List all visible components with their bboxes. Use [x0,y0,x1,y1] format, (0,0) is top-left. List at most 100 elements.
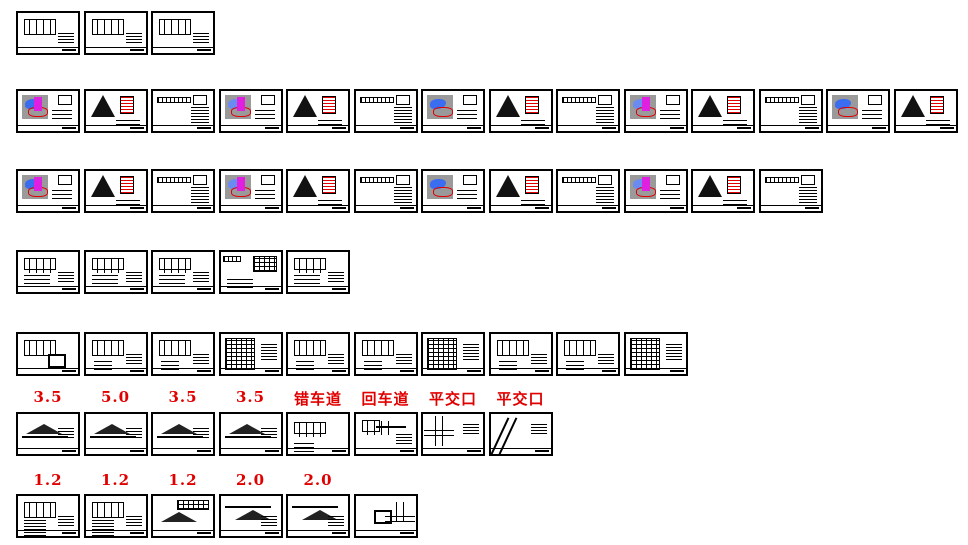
drawing-sheet-thumbnail[interactable] [691,89,755,133]
drawing-sheet-thumbnail[interactable] [623,332,688,376]
drawing-sheet-thumbnail[interactable] [218,89,283,133]
title-block [355,368,416,374]
drawing-sheet-thumbnail[interactable] [218,332,283,376]
drawing-sheet-thumbnail[interactable] [16,169,80,213]
drawing-sheet-thumbnail[interactable] [151,332,215,376]
drawing-sheet-thumbnail[interactable] [488,169,553,213]
drawing-sheet-thumbnail[interactable] [421,169,485,213]
title-block [760,205,821,211]
title-block [288,448,348,454]
drawing-sheet-thumbnail[interactable] [353,332,418,376]
drawing-sheet-thumbnail[interactable] [218,412,283,456]
title-block [355,530,416,536]
drawing-sheet-thumbnail[interactable] [353,412,418,456]
drawing-sheet-thumbnail[interactable] [83,11,148,55]
drawing-sheet-thumbnail[interactable] [421,412,485,456]
drawing-sheet-thumbnail[interactable] [151,11,215,55]
drawing-sheet-thumbnail[interactable] [556,89,620,133]
drawing-sheet-thumbnail[interactable] [488,332,553,376]
title-block [220,530,281,536]
drawing-sheet-thumbnail[interactable] [556,332,620,376]
drawing-sheet-thumbnail[interactable] [16,412,80,456]
sheet-label: 3.5 [168,388,198,406]
title-block [355,205,416,211]
drawing-sheet-thumbnail[interactable] [151,250,215,294]
title-block [760,125,821,131]
drawing-sheet-thumbnail[interactable] [83,169,148,213]
drawing-sheet-thumbnail[interactable] [151,412,215,456]
title-block [423,205,483,211]
drawing-sheet-thumbnail[interactable] [218,250,283,294]
drawing-sheet-thumbnail[interactable] [286,412,350,456]
drawing-sheet-thumbnail[interactable] [353,169,418,213]
drawing-sheet-thumbnail[interactable] [691,169,755,213]
drawing-sheet-thumbnail[interactable] [826,89,890,133]
title-block [490,448,551,454]
drawing-sheet-thumbnail[interactable] [623,169,688,213]
title-block [288,368,348,374]
title-block [153,286,213,292]
title-block [558,205,618,211]
title-block [490,368,551,374]
title-block [625,205,686,211]
sheet-label: 3.5 [235,388,266,406]
title-block [625,368,686,374]
sheet-label: 5.0 [100,388,131,406]
title-block [558,368,618,374]
drawing-sheet-thumbnail[interactable] [286,332,350,376]
drawing-sheet-thumbnail[interactable] [83,412,148,456]
drawing-sheet-thumbnail[interactable] [83,89,148,133]
drawing-sheet-thumbnail[interactable] [16,250,80,294]
title-block [693,125,753,131]
title-block [18,205,78,211]
title-block [85,47,146,53]
sheet-label: 平交口 [428,390,477,408]
drawing-sheet-thumbnail[interactable] [151,494,215,538]
drawing-sheet-thumbnail[interactable] [83,494,148,538]
drawing-sheet-thumbnail[interactable] [151,169,215,213]
title-block [828,125,888,131]
drawing-sheet-thumbnail[interactable] [16,89,80,133]
drawing-sheet-thumbnail[interactable] [151,89,215,133]
title-block [153,448,213,454]
sheet-label: 2.0 [303,471,333,489]
title-block [220,368,281,374]
drawing-sheet-thumbnail[interactable] [421,332,485,376]
sheet-label: 平交口 [496,390,545,408]
drawing-sheet-thumbnail[interactable] [893,89,958,133]
drawing-sheet-thumbnail[interactable] [421,89,485,133]
title-block [220,205,281,211]
drawing-sheet-thumbnail[interactable] [286,494,350,538]
drawing-sheet-thumbnail[interactable] [16,332,80,376]
drawing-sheet-thumbnail[interactable] [623,89,688,133]
drawing-sheet-thumbnail[interactable] [83,332,148,376]
drawing-sheet-thumbnail[interactable] [488,89,553,133]
title-block [18,530,78,536]
sheet-label: 1.2 [168,471,198,489]
title-block [895,125,956,131]
drawing-sheet-thumbnail[interactable] [218,169,283,213]
drawing-sheet-thumbnail[interactable] [83,250,148,294]
drawing-sheet-thumbnail[interactable] [286,250,350,294]
title-block [355,125,416,131]
drawing-sheet-thumbnail[interactable] [758,169,823,213]
drawing-sheet-thumbnail[interactable] [488,412,553,456]
drawing-sheet-thumbnail[interactable] [286,89,350,133]
title-block [85,286,146,292]
drawing-sheet-thumbnail[interactable] [353,89,418,133]
drawing-sheet-thumbnail[interactable] [556,169,620,213]
sheet-label: 1.2 [100,471,131,489]
drawing-sheet-thumbnail[interactable] [16,494,80,538]
drawing-sheet-thumbnail[interactable] [353,494,418,538]
title-block [288,205,348,211]
title-block [490,125,551,131]
drawing-sheet-thumbnail[interactable] [286,169,350,213]
title-block [85,205,146,211]
title-block [18,47,78,53]
title-block [85,448,146,454]
title-block [18,286,78,292]
drawing-sheet-thumbnail[interactable] [16,11,80,55]
drawing-sheet-thumbnail[interactable] [218,494,283,538]
drawing-sheet-thumbnail[interactable] [758,89,823,133]
